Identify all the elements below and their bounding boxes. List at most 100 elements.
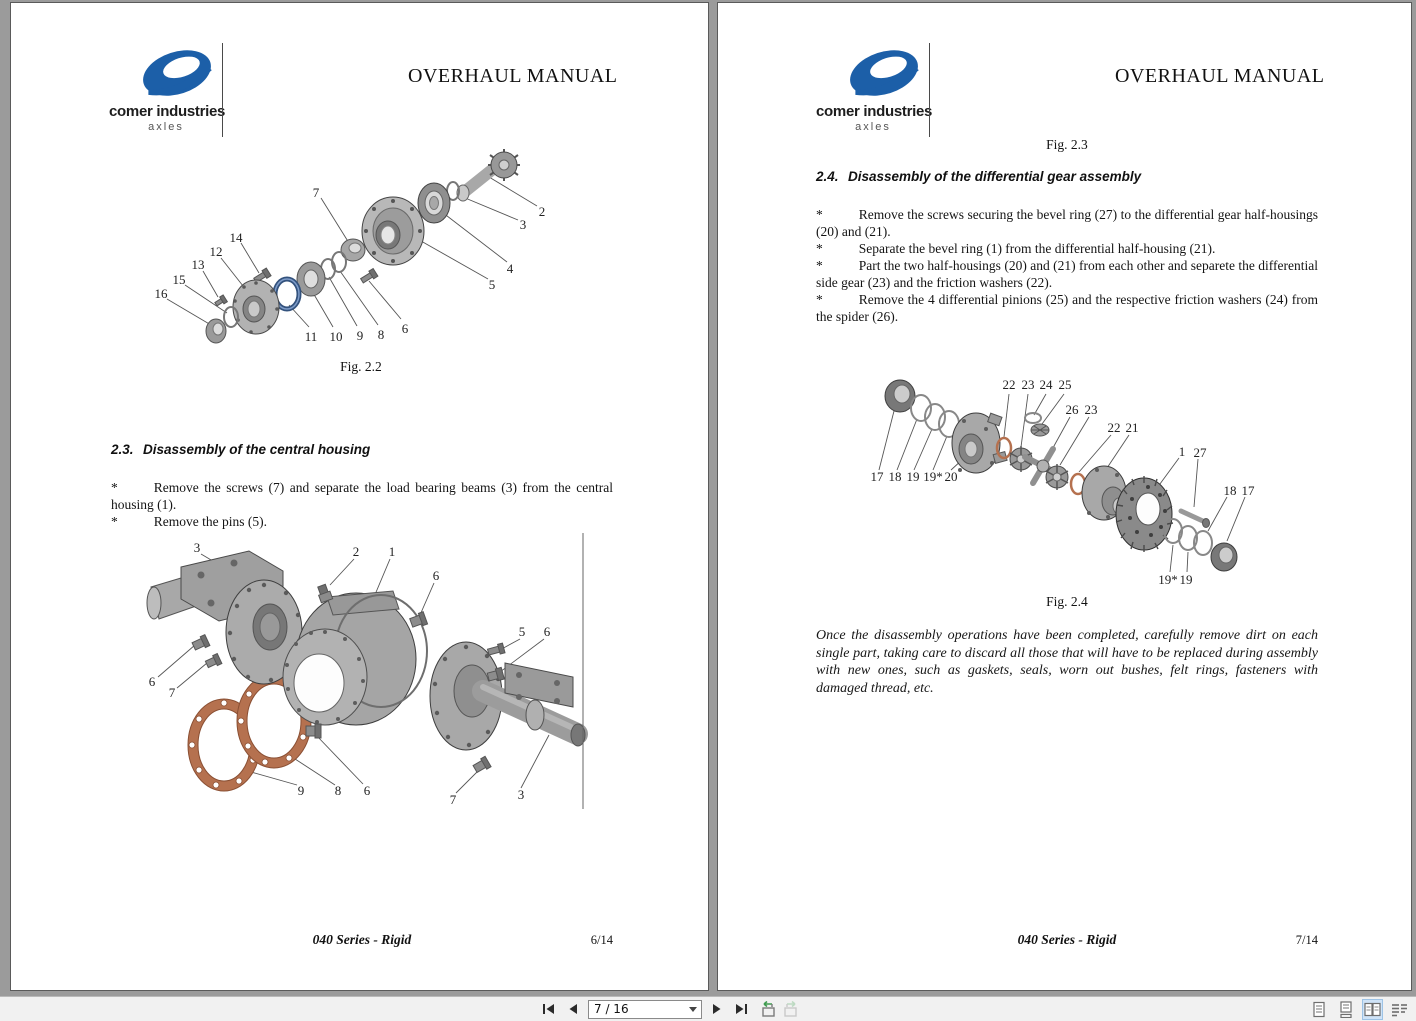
single-page-view-icon xyxy=(1312,1001,1325,1018)
page-dropdown-caret-icon[interactable] xyxy=(685,1001,701,1018)
part-label: 23 xyxy=(1022,377,1035,392)
section-2-4-heading: 2.4. Disassembly of the differential gear… xyxy=(816,169,1141,184)
part-label: 6 xyxy=(544,624,551,639)
two-page-view-icon xyxy=(1364,1002,1381,1017)
first-page-icon xyxy=(543,1004,554,1014)
header-divider xyxy=(222,43,223,137)
page-number-input[interactable] xyxy=(589,1002,685,1016)
brand-name: comer industries xyxy=(109,103,226,120)
part-label: 17 xyxy=(1242,483,1256,498)
two-page-continuous-view-button[interactable] xyxy=(1389,999,1410,1020)
figure-2-3-caption: Fig. 2.3 xyxy=(1046,137,1088,152)
part-label: 9 xyxy=(298,783,305,798)
section-number: 2.3. xyxy=(111,442,134,457)
part-label: 13 xyxy=(192,257,205,272)
part-label: 24 xyxy=(1040,377,1054,392)
part-label: 3 xyxy=(194,540,201,555)
part-label: 22 xyxy=(1003,377,1016,392)
single-page-view-button[interactable] xyxy=(1308,999,1329,1020)
brand-logo: comer industries axles xyxy=(816,45,933,133)
part-label: 18 xyxy=(889,469,902,484)
previous-view-button[interactable] xyxy=(757,999,777,1019)
page-title: OVERHAUL MANUAL xyxy=(408,65,618,87)
part-label: 6 xyxy=(433,568,440,583)
part-label: 19* xyxy=(923,469,943,484)
two-page-view-button[interactable] xyxy=(1362,999,1383,1020)
part-label: 12 xyxy=(210,244,223,259)
section-title: Disassembly of the differential gear ass… xyxy=(848,169,1142,184)
part-label: 22 xyxy=(1108,420,1121,435)
brand-sub: axles xyxy=(148,121,184,133)
part-label: 19* xyxy=(1158,572,1178,587)
previous-page-icon xyxy=(569,1004,577,1014)
section-2-3-heading: 2.3. Disassembly of the central housing xyxy=(111,442,370,457)
section-2-4-body: *Remove the screws securing the bevel ri… xyxy=(816,206,1318,325)
continuous-scroll-view-icon xyxy=(1339,1001,1352,1018)
part-label: 7 xyxy=(450,792,457,807)
part-label: 21 xyxy=(1126,420,1139,435)
part-label: 5 xyxy=(489,277,496,292)
part-label: 2 xyxy=(353,544,360,559)
bullet-item: *Remove the 4 differential pinions (25) … xyxy=(816,292,1318,324)
footer-page-number: 7/14 xyxy=(1295,933,1318,947)
next-page-button[interactable] xyxy=(707,999,727,1019)
part-label: 17 xyxy=(871,469,885,484)
part-label: 3 xyxy=(520,217,527,232)
part-label: 6 xyxy=(364,783,371,798)
comer-logo-icon xyxy=(850,50,919,96)
part-label: 15 xyxy=(173,272,186,287)
footer-series-title: 040 Series - Rigid xyxy=(1017,932,1117,947)
bullet-item: *Separate the bevel ring (1) from the di… xyxy=(816,241,1216,256)
figure-2-4-caption: Fig. 2.4 xyxy=(1046,594,1088,609)
bullet-item: *Remove the pins (5). xyxy=(111,514,267,529)
brand-sub: axles xyxy=(855,121,891,133)
part-label: 6 xyxy=(149,674,156,689)
next-page-icon xyxy=(713,1004,721,1014)
next-view-button[interactable] xyxy=(782,999,802,1019)
section-2-3-body: *Remove the screws (7) and separate the … xyxy=(111,479,613,530)
header-divider xyxy=(929,43,930,137)
part-label: 10 xyxy=(330,329,343,344)
section-number: 2.4. xyxy=(816,169,839,184)
brand-logo: comer industries axles xyxy=(109,45,226,133)
last-page-button[interactable] xyxy=(732,999,752,1019)
part-label: 16 xyxy=(155,286,169,301)
part-label: 5 xyxy=(519,624,526,639)
section-title: Disassembly of the central housing xyxy=(143,442,371,457)
continuous-scroll-view-button[interactable] xyxy=(1335,999,1356,1020)
part-label: 4 xyxy=(507,261,514,276)
viewer-toolbar xyxy=(0,996,1416,1021)
last-page-icon xyxy=(736,1004,747,1014)
part-label: 7 xyxy=(313,185,320,200)
comer-logo-icon xyxy=(143,50,212,96)
first-page-button[interactable] xyxy=(538,999,558,1019)
part-label: 2 xyxy=(539,204,546,219)
part-label: 11 xyxy=(305,329,318,344)
disassembly-note: Once the disassembly operations have bee… xyxy=(816,628,1318,696)
page-number-field xyxy=(588,999,702,1019)
pdf-page-right: comer industries axles OVERHAUL MANUAL F… xyxy=(717,2,1412,991)
figure-2-2-hub-exploded-diagram: 7 14 12 13 15 16 2 3 4 5 11 10 9 8 6 xyxy=(155,149,546,344)
part-label: 19 xyxy=(1180,572,1193,587)
part-label: 1 xyxy=(389,544,396,559)
figure-2-2-caption: Fig. 2.2 xyxy=(340,359,382,374)
brand-name: comer industries xyxy=(816,103,933,120)
footer-series-title: 040 Series - Rigid xyxy=(312,932,412,947)
part-label: 3 xyxy=(518,787,525,802)
part-label: 18 xyxy=(1224,483,1237,498)
part-label: 7 xyxy=(169,685,176,700)
part-label: 8 xyxy=(335,783,342,798)
page-layout-group xyxy=(1308,999,1410,1020)
part-label: 25 xyxy=(1059,377,1072,392)
part-label: 23 xyxy=(1085,402,1098,417)
previous-page-button[interactable] xyxy=(563,999,583,1019)
part-label: 27 xyxy=(1194,445,1208,460)
part-label: 8 xyxy=(378,327,385,342)
part-label: 1 xyxy=(1179,444,1186,459)
page-title: OVERHAUL MANUAL xyxy=(1115,65,1325,87)
previous-view-icon xyxy=(762,1001,775,1017)
pdf-page-left: comer industries axles OVERHAUL MANUAL xyxy=(10,2,709,991)
bullet-item: *Part the two half-housings (20) and (21… xyxy=(816,258,1318,290)
bullet-item: *Remove the screws (7) and separate the … xyxy=(111,480,613,512)
figure-central-housing-exploded-diagram: 3 2 1 6 6 7 5 6 9 8 6 7 3 xyxy=(146,533,588,809)
